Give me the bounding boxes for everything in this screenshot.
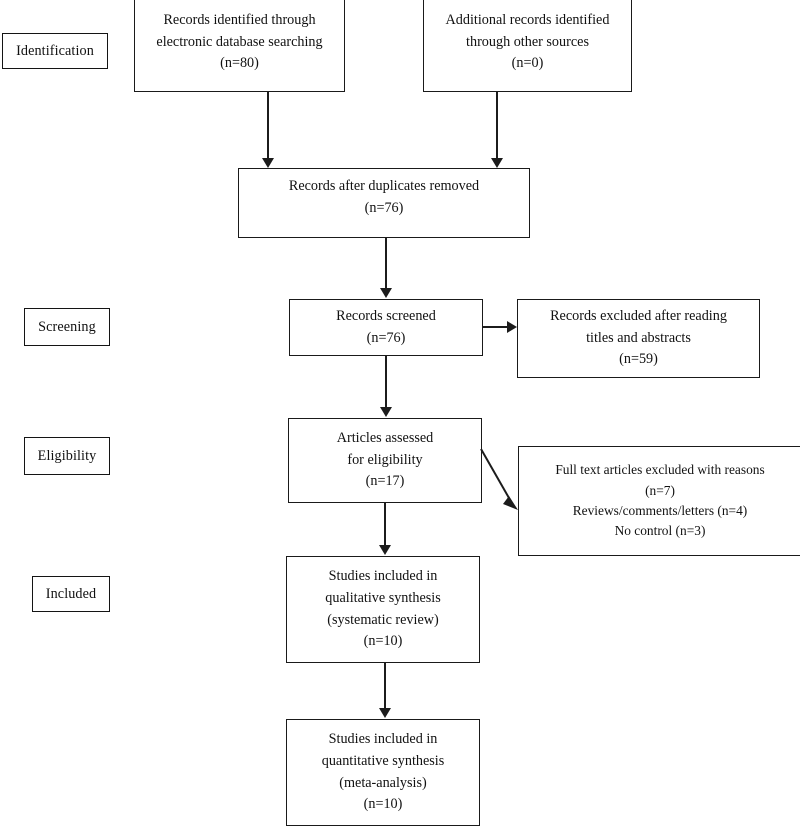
stage-label-identification: Identification [2,33,108,69]
box-quantitative-synthesis: Studies included in quantitative synthes… [286,719,480,826]
box-other-sources: Additional records identified through ot… [423,0,632,92]
box-database-search: Records identified through electronic da… [134,0,345,92]
box-line: (n=17) [365,473,405,490]
box-line: (n=59) [619,351,658,368]
box-line: Reviews/comments/letters (n=4) [572,503,748,518]
box-articles-assessed: Articles assessed for eligibility (n=17) [288,418,482,503]
box-line: Records screened [336,307,436,324]
stage-label-included: Included [32,576,110,612]
box-line: (meta-analysis) [339,774,427,791]
box-line: (n=76) [366,329,406,346]
box-line: Additional records identified [445,12,610,29]
stage-label-text: Eligibility [37,447,97,464]
box-records-excluded: Records excluded after reading titles an… [517,299,760,378]
stage-label-eligibility: Eligibility [24,437,110,475]
box-line: Studies included in [328,731,438,748]
arrow-duplicates-to-screened [380,288,392,298]
connector-duplicates-to-screened [385,238,387,289]
box-line: titles and abstracts [586,329,691,346]
box-line: Records excluded after reading [550,308,727,325]
stage-label-text: Screening [38,318,96,335]
box-line: (systematic review) [327,611,439,628]
box-line: Records after duplicates removed [288,178,480,194]
connector-articles-to-qualitative [384,503,386,546]
box-line: (n=10) [363,796,403,813]
box-line: quantitative synthesis [321,752,445,769]
stage-label-text: Included [45,585,97,602]
connector-screened-to-articles [385,356,387,408]
stage-label-text: Identification [16,42,94,59]
stage-label-screening: Screening [24,308,110,346]
box-line: (n=7) [645,482,675,498]
box-fulltext-excluded: Full text articles excluded with reasons… [518,446,800,556]
connector-screened-to-excluded [483,326,509,328]
box-line: Records identified through [163,12,316,29]
connector-other-to-duplicates [496,91,498,159]
arrow-qualitative-to-quantitative [379,708,391,718]
box-line: (n=80) [220,55,259,72]
box-line: qualitative synthesis [325,589,441,606]
arrow-screened-to-articles [380,407,392,417]
box-records-screened: Records screened (n=76) [289,299,483,356]
box-duplicates-removed: Records after duplicates removed (n=76) [238,168,530,238]
box-line: No control (n=3) [614,523,706,539]
box-line: Studies included in [328,568,438,585]
arrow-other-to-duplicates [491,158,503,168]
arrow-database-to-duplicates [262,158,274,168]
box-line: (n=76) [364,199,404,216]
arrow-articles-to-qualitative [379,545,391,555]
box-line: Articles assessed [336,430,434,447]
box-line: (n=0) [511,55,544,72]
box-line: (n=10) [363,633,403,650]
box-line: for eligibility [347,451,423,468]
connector-qualitative-to-quantitative [384,663,386,709]
box-qualitative-synthesis: Studies included in qualitative synthesi… [286,556,480,663]
box-line: electronic database searching [156,33,323,50]
connector-database-to-duplicates [267,91,269,159]
arrow-screened-to-excluded [507,321,517,333]
box-line: Full text articles excluded with reasons [555,462,765,478]
box-line: through other sources [466,33,589,50]
